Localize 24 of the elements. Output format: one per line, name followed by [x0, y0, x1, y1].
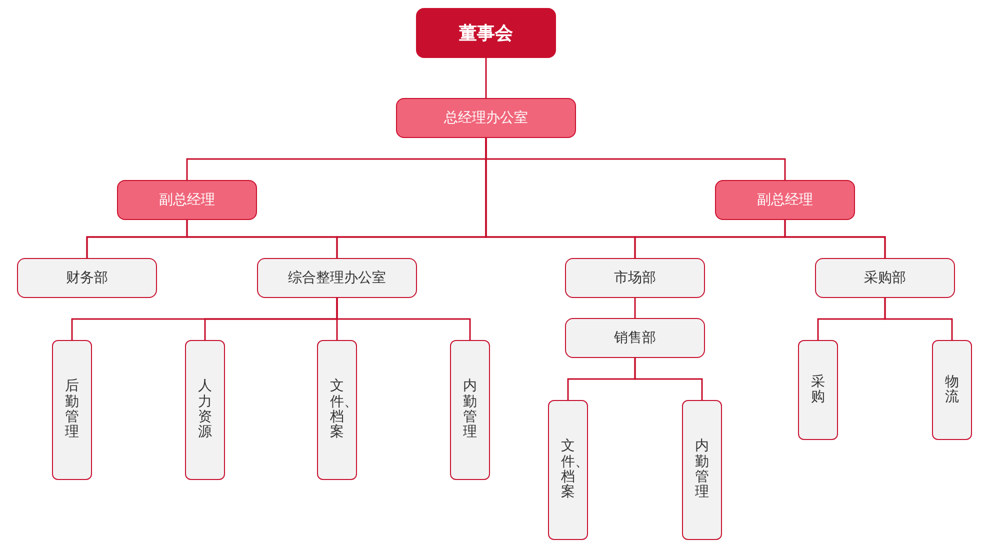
- department-box: 副总经理: [117, 180, 257, 220]
- department-box: 综合整理办公室: [257, 258, 417, 298]
- vertical-unit-box: 内勤管理: [682, 400, 722, 540]
- connector-line: [186, 220, 338, 258]
- department-box: 总经理办公室: [396, 98, 576, 138]
- vertical-unit-box: 内勤管理: [450, 340, 490, 480]
- vertical-unit-box: 人力资源: [185, 340, 225, 480]
- department-box: 副总经理: [715, 180, 855, 220]
- vertical-unit-box: 物流: [932, 340, 972, 440]
- connector-line: [634, 298, 636, 318]
- connector-line: [634, 358, 703, 400]
- board-box: 董事会: [416, 8, 556, 58]
- department-box: 销售部: [565, 318, 705, 358]
- connector-line: [485, 58, 487, 98]
- connector-line: [884, 298, 953, 340]
- connector-line: [336, 298, 471, 340]
- department-box: 财务部: [17, 258, 157, 298]
- vertical-unit-box: 后勤管理: [52, 340, 92, 480]
- vertical-unit-box: 文件、档案: [317, 340, 357, 480]
- vertical-unit-box: 文件、档案: [548, 400, 588, 540]
- vertical-unit-box: 采购: [798, 340, 838, 440]
- department-box: 市场部: [565, 258, 705, 298]
- connector-line: [784, 220, 886, 258]
- department-box: 采购部: [815, 258, 955, 298]
